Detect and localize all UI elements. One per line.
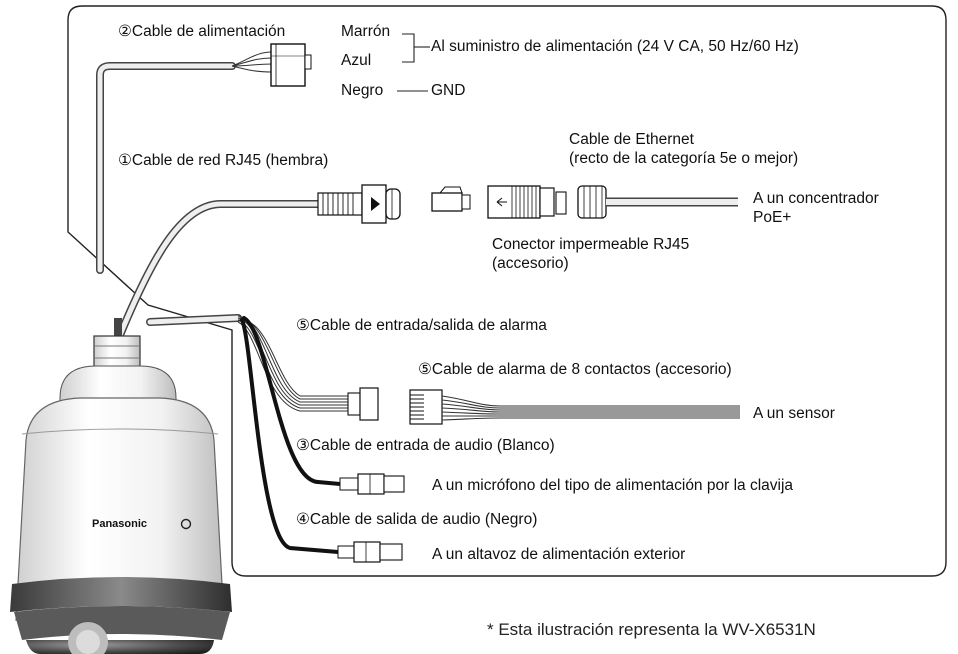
wire-black-label: Negro — [341, 82, 384, 99]
audio-in-cable — [242, 316, 342, 486]
hub-label: A un concentrador PoE+ — [753, 189, 879, 228]
power-bracket-lines — [397, 33, 430, 92]
audio-out-cable-label: ④Cable de salida de audio (Negro) — [296, 511, 538, 528]
audio-out-connector — [337, 541, 403, 563]
microphone-label: A un micrófono del tipo de alimentación … — [432, 477, 794, 494]
alarm-accessory-wires — [441, 395, 740, 421]
rj45-male-plug — [431, 186, 471, 212]
waterproof-connector-label: Conector impermeable RJ45 (accesorio) — [492, 235, 689, 274]
network-cable — [114, 200, 322, 344]
sensor-label: A un sensor — [753, 405, 835, 422]
ethernet-label-line1: Cable de Ethernet — [569, 131, 694, 148]
cable-bundle-sleeve — [146, 314, 242, 326]
diagram-frame — [67, 5, 947, 577]
power-cable — [96, 51, 273, 274]
alarm-io-cable-label: ⑤Cable de entrada/salida de alarma — [296, 317, 547, 334]
ethernet-label-line2: (recto de la categoría 5e o mejor) — [569, 150, 799, 168]
wire-brown-label: Marrón — [341, 23, 391, 40]
ethernet-cable-label: Cable de Ethernet (recto de la categoría… — [569, 130, 798, 169]
connector-label-line1: Conector impermeable RJ45 — [492, 236, 690, 253]
alarm-connector-male — [409, 389, 443, 425]
rj45-female-connector — [317, 184, 401, 224]
power-connector — [270, 43, 312, 87]
footnote: * Esta ilustración representa la WV-X653… — [487, 620, 816, 639]
speaker-label: A un altavoz de alimentación exterior — [432, 546, 686, 563]
wire-blue-label: Azul — [341, 52, 372, 69]
audio-in-connector — [339, 473, 405, 495]
power-cable-label: ②Cable de alimentación — [118, 23, 286, 40]
alarm-accessory-cable-label: ⑤Cable de alarma de 8 contactos (accesor… — [418, 361, 732, 378]
network-cable-label: ①Cable de red RJ45 (hembra) — [118, 152, 329, 169]
audio-out-cable — [240, 318, 340, 554]
hub-label-line1: A un concentrador — [753, 190, 879, 207]
connector-label-line2: (accesorio) — [492, 255, 569, 273]
waterproof-connector — [487, 185, 607, 219]
power-supply-label: Al suministro de alimentación (24 V CA, … — [431, 38, 799, 55]
alarm-connector-female — [347, 387, 379, 421]
dome-camera: Panasonic — [10, 318, 232, 654]
gnd-label: GND — [431, 82, 466, 99]
camera-brand-logo: Panasonic — [92, 518, 147, 530]
hub-label-line2: PoE+ — [753, 209, 792, 227]
audio-in-cable-label: ③Cable de entrada de audio (Blanco) — [296, 437, 555, 454]
camera-indicator-icon — [180, 518, 192, 530]
